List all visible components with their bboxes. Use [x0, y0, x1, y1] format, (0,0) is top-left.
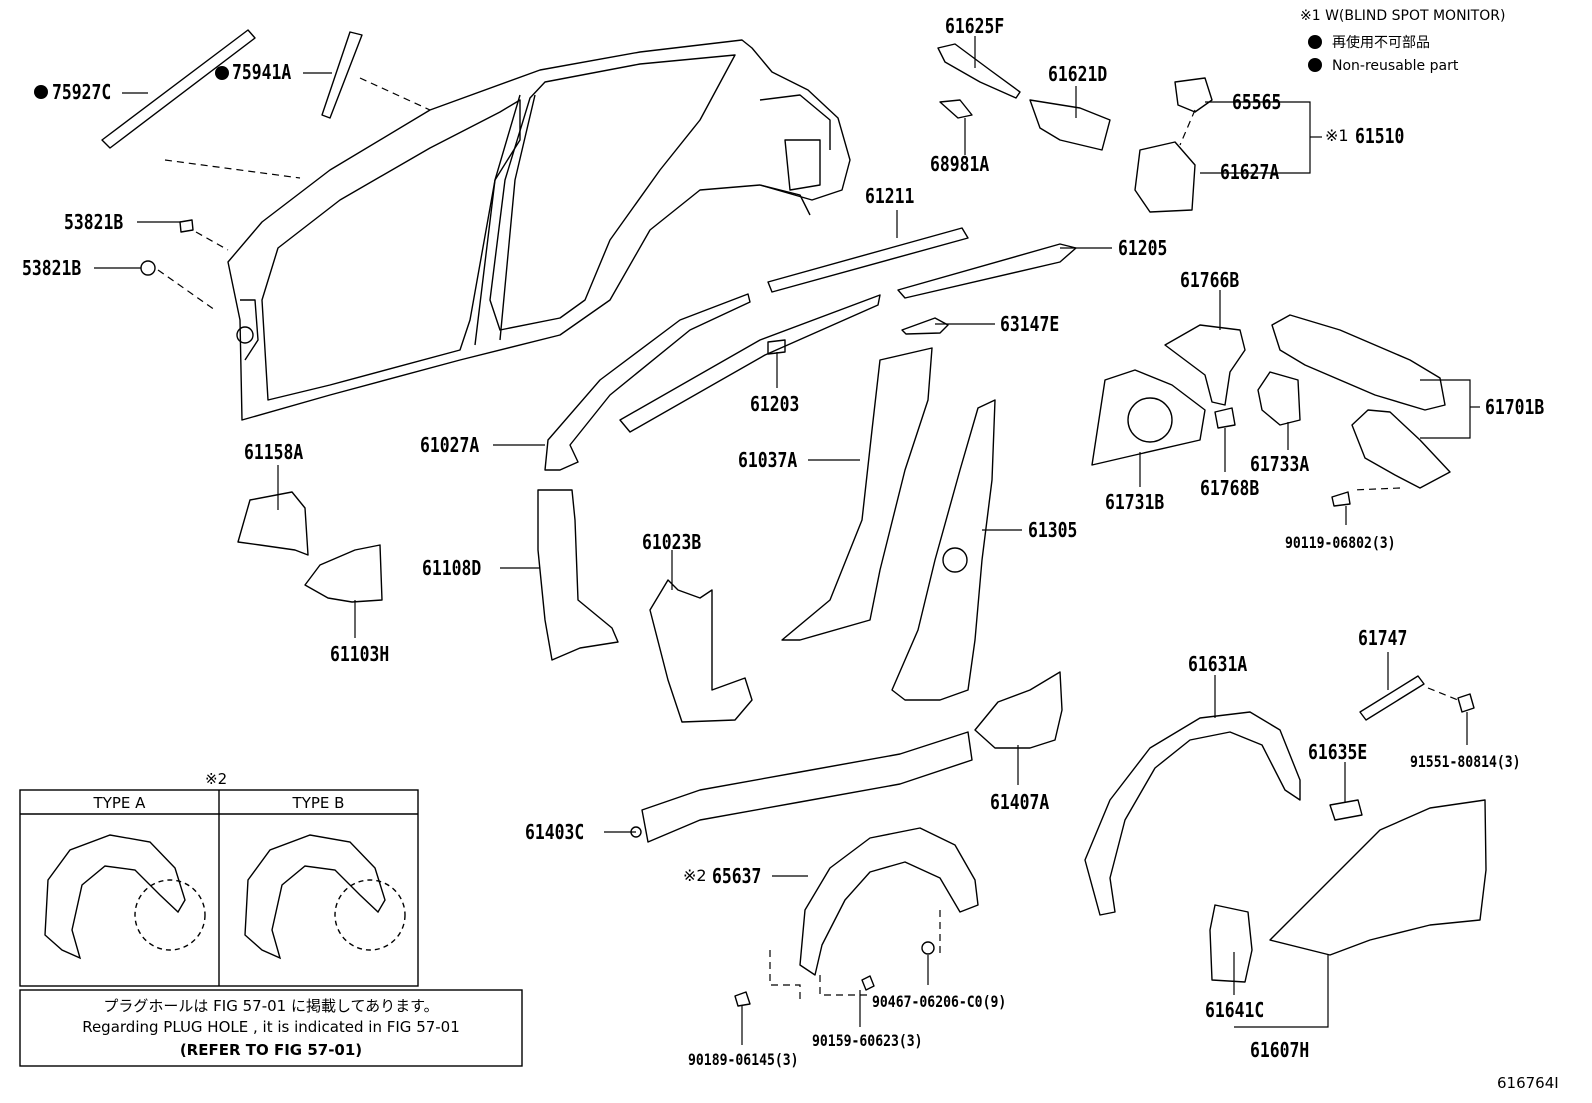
label-61027A[interactable]: 61027A [420, 433, 480, 457]
label-61510[interactable]: 61510 [1355, 124, 1405, 148]
label-61621D[interactable]: 61621D [1048, 62, 1108, 86]
label-53821B-a[interactable]: 53821B [64, 210, 124, 234]
legend-row-jp: 再使用不可部品 [1308, 32, 1430, 52]
plug-note-jp: プラグホールは FIG 57-01 に掲載してあります。 [103, 997, 439, 1015]
label-61641C[interactable]: 61641C [1205, 998, 1265, 1022]
part-61747 [1359, 675, 1425, 721]
label-53821B-b[interactable]: 53821B [22, 256, 82, 280]
garnish-75941A [321, 31, 363, 119]
label-68981A[interactable]: 68981A [930, 152, 990, 176]
label-61627A[interactable]: 61627A [1220, 160, 1280, 184]
rail-61203 [619, 294, 881, 433]
pillar-61023B [649, 579, 753, 723]
label-61607H[interactable]: 61607H [1250, 1038, 1310, 1062]
bracket-63147E [901, 317, 949, 335]
label-90159[interactable]: 90159-60623(3) [812, 1031, 923, 1050]
liner-65637 [799, 827, 979, 976]
plug-note-en: Regarding PLUG HOLE , it is indicated in… [82, 1018, 460, 1036]
type-a-header: TYPE A [93, 794, 146, 812]
screw-91551 [1457, 693, 1475, 713]
label-61305[interactable]: 61305 [1028, 518, 1078, 542]
part-65565 [1174, 77, 1213, 113]
rail-61205 [897, 243, 1077, 299]
part-61407A [974, 671, 1063, 749]
legend-note1: ※1 W(BLIND SPOT MONITOR) [1300, 8, 1506, 24]
label-61023B[interactable]: 61023B [642, 530, 702, 554]
plug-53821B-a [179, 219, 194, 233]
part-61768B [1214, 407, 1236, 429]
non-reusable-dot-icon [1308, 58, 1322, 72]
part-61621D [1029, 99, 1111, 151]
label-63147E[interactable]: 63147E [1000, 312, 1060, 336]
rail-61211 [767, 227, 969, 293]
panel-61607H [1269, 799, 1487, 956]
type-table-frame [19, 789, 523, 1067]
label-65637[interactable]: 65637 [712, 864, 762, 888]
part-61625F [937, 43, 1021, 99]
legend-jp-text: 再使用不可部品 [1332, 35, 1430, 51]
type-b-header: TYPE B [292, 794, 345, 812]
label-91551[interactable]: 91551-80814(3) [1410, 752, 1521, 771]
part-68981A [939, 99, 973, 119]
label-61635E[interactable]: 61635E [1308, 740, 1368, 764]
label-75941A[interactable]: 75941A [232, 60, 292, 84]
label-61768B[interactable]: 61768B [1200, 476, 1260, 500]
legend-row-en: Non-reusable part [1308, 58, 1458, 74]
legend-en-text: Non-reusable part [1332, 58, 1459, 74]
label-90119[interactable]: 90119-06802(3) [1285, 533, 1396, 552]
bolt-90119 [1331, 491, 1351, 507]
part-61627A [1134, 141, 1196, 213]
pillar-61037A [781, 347, 933, 641]
label-61631A[interactable]: 61631A [1188, 652, 1248, 676]
plug-note-ref: (REFER TO FIG 57-01) [179, 1041, 363, 1059]
roof-molding-75927C [101, 29, 256, 149]
label-75927C[interactable]: 75927C [52, 80, 112, 104]
rocker-61403C [641, 731, 973, 843]
type-table-marker: ※2 [205, 770, 228, 788]
part-61701B-lower [1351, 409, 1451, 489]
label-61510-prefix: ※1 [1325, 126, 1349, 145]
part-61635E [1329, 799, 1363, 821]
part-61731B [1091, 369, 1206, 466]
label-61103H[interactable]: 61103H [330, 642, 390, 666]
label-61701B[interactable]: 61701B [1485, 395, 1545, 419]
label-61037A[interactable]: 61037A [738, 448, 798, 472]
label-61403C[interactable]: 61403C [525, 820, 585, 844]
part-61701B-upper [1271, 314, 1446, 411]
label-61731B[interactable]: 61731B [1105, 490, 1165, 514]
label-90189[interactable]: 90189-06145(3) [688, 1050, 799, 1069]
pillar-61027A [544, 293, 751, 471]
label-65565[interactable]: 65565 [1232, 90, 1282, 114]
pillar-61108D [537, 489, 619, 661]
part-61733A [1257, 371, 1301, 426]
part-61641C [1209, 904, 1253, 983]
label-61625F[interactable]: 61625F [945, 14, 1005, 38]
label-61766B[interactable]: 61766B [1180, 268, 1240, 292]
label-61407A[interactable]: 61407A [990, 790, 1050, 814]
label-61205[interactable]: 61205 [1118, 236, 1168, 260]
label-61747[interactable]: 61747 [1358, 626, 1408, 650]
figure-id: 616764I [1497, 1074, 1559, 1092]
label-65637-prefix: ※2 [683, 866, 707, 885]
part-61766B [1164, 324, 1246, 406]
non-reusable-dot-icon [1308, 35, 1322, 49]
label-61158A[interactable]: 61158A [244, 440, 304, 464]
wheelhouse-61631A [1084, 711, 1301, 916]
pillar-61305 [891, 399, 996, 701]
label-90467[interactable]: 90467-06206-C0(9) [872, 992, 1007, 1011]
body-side-outer-panel [227, 39, 851, 421]
label-61108D[interactable]: 61108D [422, 556, 482, 580]
label-61211[interactable]: 61211 [865, 184, 915, 208]
label-61733A[interactable]: 61733A [1250, 452, 1310, 476]
part-61158A [237, 491, 309, 556]
plug-53821B-b [140, 260, 156, 276]
part-61103H [304, 544, 383, 603]
label-61203[interactable]: 61203 [750, 392, 800, 416]
